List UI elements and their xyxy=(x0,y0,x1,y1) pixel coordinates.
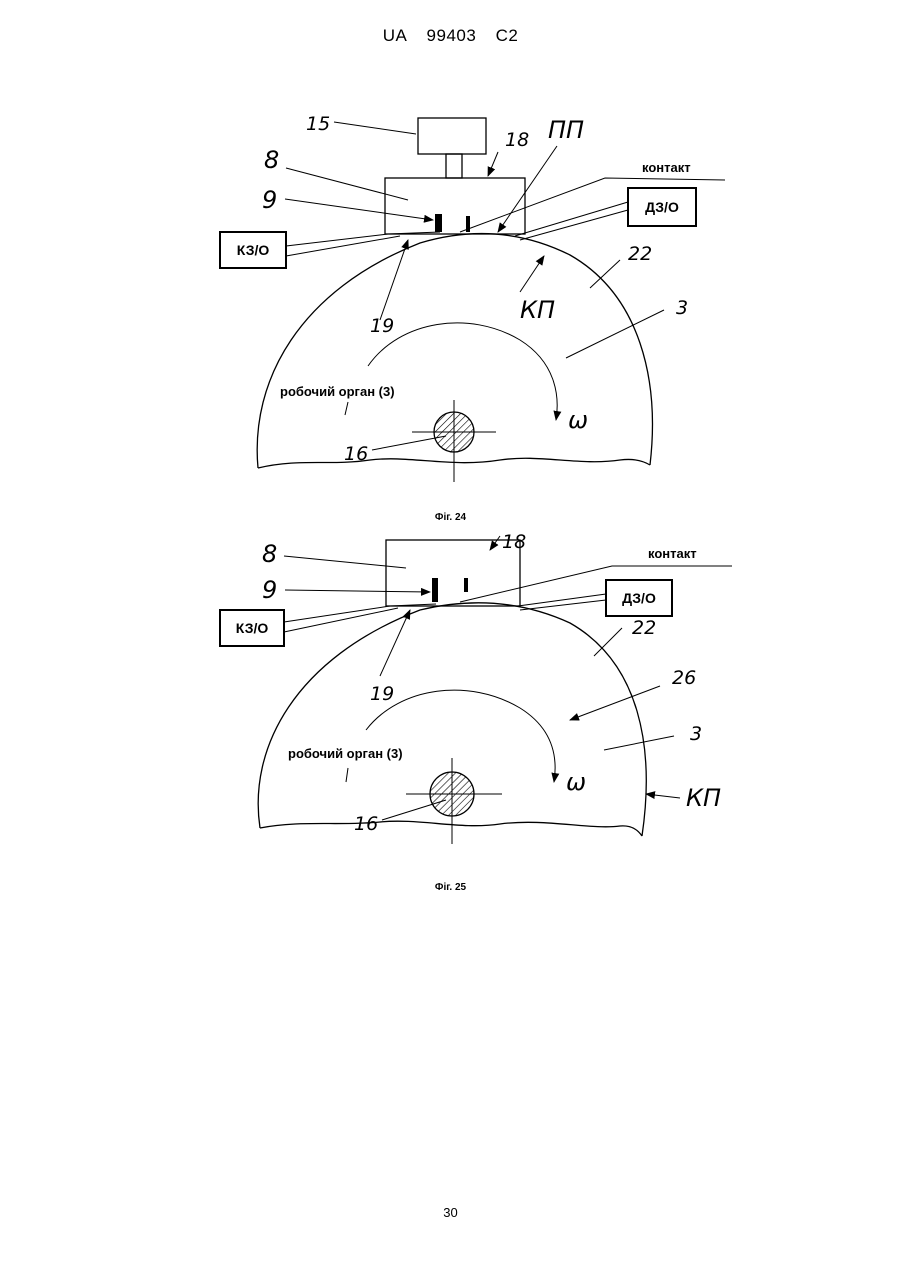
organ-tick xyxy=(346,768,348,782)
label-18: 18 xyxy=(502,531,526,553)
leader-pp xyxy=(498,146,557,232)
rotation-arrow xyxy=(368,323,557,420)
label-19: 19 xyxy=(370,315,394,337)
label-kzo: КЗ/О xyxy=(237,242,270,258)
page-number: 30 xyxy=(0,1205,901,1220)
header-kind: C2 xyxy=(496,26,519,45)
leader-3 xyxy=(566,310,664,358)
label-26: 26 xyxy=(672,667,696,689)
organ-tick xyxy=(345,402,348,415)
leader-8 xyxy=(286,168,408,200)
leader-18 xyxy=(488,152,498,176)
label-kzo: КЗ/О xyxy=(236,620,269,636)
header-number: 99403 xyxy=(427,26,477,45)
leader-22 xyxy=(590,260,620,288)
unit-15-stem xyxy=(446,154,462,178)
leader-9 xyxy=(285,590,430,592)
label-omega: ω xyxy=(568,406,588,434)
label-9: 9 xyxy=(262,186,277,214)
kzo-wire-2 xyxy=(284,608,398,632)
label-omega: ω xyxy=(566,768,586,796)
electrode-9 xyxy=(432,578,438,602)
electrode-9 xyxy=(435,214,442,232)
figure-24: КЗ/О ДЗ/О 15 18 ПП 8 контакт 9 22 КП 3 1… xyxy=(0,110,901,480)
label-19: 19 xyxy=(370,683,394,705)
label-15: 15 xyxy=(306,113,330,135)
label-8: 8 xyxy=(262,540,277,568)
header-country: UA xyxy=(383,26,408,45)
shaft-16 xyxy=(430,772,474,816)
patent-header: UA 99403 C2 xyxy=(0,26,901,46)
shaft-16 xyxy=(434,412,474,452)
leader-kp xyxy=(646,794,680,798)
disc-break-line xyxy=(260,821,642,836)
leader-22 xyxy=(594,628,622,656)
figure-24-caption: Фіг. 24 xyxy=(0,512,901,523)
label-organ: робочий орган (3) xyxy=(280,384,395,399)
figure-25-drawing: КЗ/О ДЗ/О 8 18 контакт 9 22 19 26 3 робо… xyxy=(0,528,901,848)
leader-15 xyxy=(334,122,416,134)
leader-8 xyxy=(284,556,406,568)
label-organ: робочий орган (3) xyxy=(288,746,403,761)
dzo-wire-2 xyxy=(520,600,606,610)
rotation-arrow xyxy=(366,690,555,782)
leader-3 xyxy=(604,736,674,750)
block-8 xyxy=(386,540,520,606)
label-16: 16 xyxy=(344,443,368,465)
label-16: 16 xyxy=(354,813,378,835)
label-kp: КП xyxy=(686,784,721,812)
dzo-wire xyxy=(518,594,606,606)
leader-9 xyxy=(285,199,433,220)
dzo-wire-2 xyxy=(520,210,628,240)
dzo-wire xyxy=(515,202,628,236)
label-kp: КП xyxy=(520,296,555,324)
leader-19 xyxy=(380,240,408,320)
label-dzo: ДЗ/О xyxy=(622,590,656,606)
figure-25-caption: Фіг. 25 xyxy=(0,882,901,893)
label-8: 8 xyxy=(264,146,279,174)
label-9: 9 xyxy=(262,576,277,604)
label-3: 3 xyxy=(676,297,688,319)
leader-26 xyxy=(570,686,660,720)
figure-24-drawing: КЗ/О ДЗ/О 15 18 ПП 8 контакт 9 22 КП 3 1… xyxy=(0,110,901,480)
block-8 xyxy=(385,178,525,234)
label-18: 18 xyxy=(505,129,529,151)
label-contact: контакт xyxy=(648,546,697,561)
label-22: 22 xyxy=(632,617,656,639)
leader-18 xyxy=(490,536,500,550)
label-22: 22 xyxy=(628,243,652,265)
contact-wire xyxy=(460,566,732,602)
label-contact: контакт xyxy=(642,160,691,175)
unit-15-box xyxy=(418,118,486,154)
leader-kp xyxy=(520,256,544,292)
label-pp: ПП xyxy=(548,116,584,144)
figure-25: КЗ/О ДЗ/О 8 18 контакт 9 22 19 26 3 робо… xyxy=(0,528,901,848)
electrode-pp xyxy=(464,578,468,592)
label-3: 3 xyxy=(690,723,702,745)
label-dzo: ДЗ/О xyxy=(645,199,679,215)
